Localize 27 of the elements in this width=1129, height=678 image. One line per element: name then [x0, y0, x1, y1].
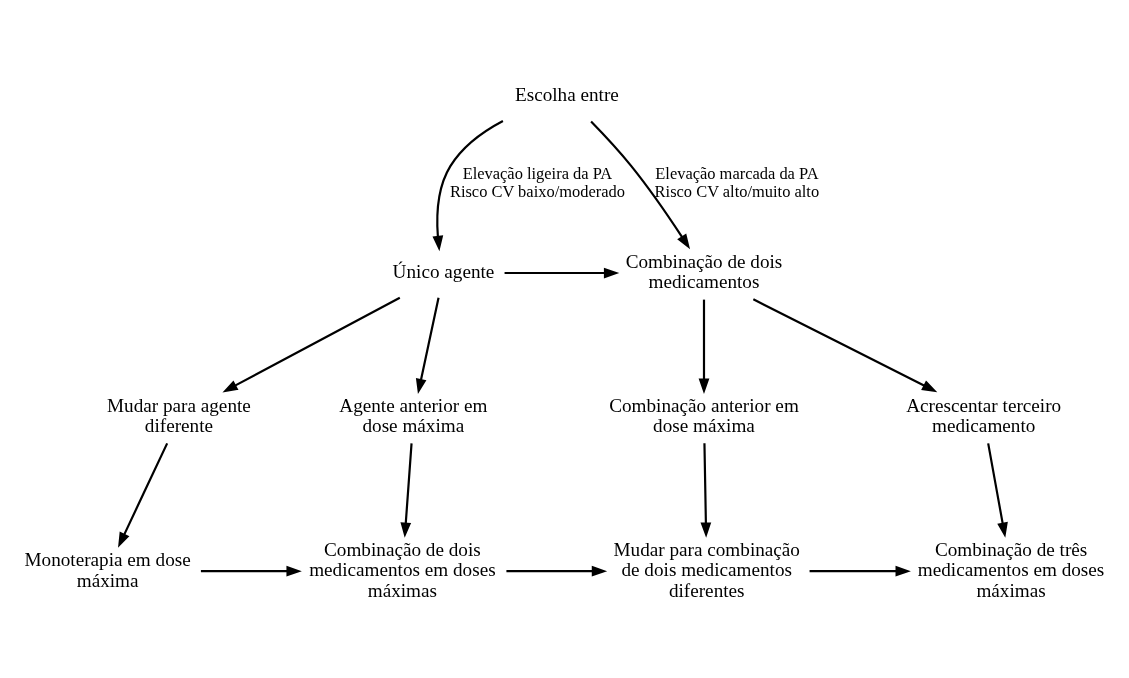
edge-label: Elevação ligeira da PA Risco CV baixo/moderado: [449, 163, 625, 201]
node-text: Mudar para agente diferente: [107, 394, 251, 436]
node-text: Combinação de três medicamentos em doses máximas: [917, 538, 1105, 601]
node-text: Combinação de dois medicamentos em doses máximas: [309, 538, 496, 601]
node-text: Monoterapia em dose máxima: [24, 548, 191, 591]
arrow: [752, 297, 938, 392]
node-text: Agente anterior em dose máxima: [339, 394, 488, 436]
arrow: [987, 442, 1008, 538]
arrow: [698, 299, 710, 394]
arrow: [118, 442, 169, 548]
arrow: [400, 442, 413, 538]
arrow: [700, 442, 712, 538]
arrow: [222, 296, 401, 392]
edge-label: Elevação marcada da PA Risco CV alto/muito alto: [654, 163, 820, 201]
arrow: [432, 119, 504, 251]
arrow: [809, 565, 911, 577]
arrow: [504, 267, 620, 278]
node-text: Acrescentar terceiro medicamento: [906, 394, 1062, 436]
node-text: Combinação anterior em dose máxima: [609, 394, 799, 436]
node-text: Combinação de dois medicamentos: [625, 250, 783, 292]
node-text: Único agente: [392, 260, 495, 282]
arrow: [200, 565, 302, 577]
arrow: [506, 565, 608, 577]
node-text: Mudar para combinação de dois medicamentos diferentes: [613, 538, 800, 601]
arrow: [415, 296, 440, 394]
arrow: [590, 120, 691, 249]
node-text: Escolha entre: [514, 83, 619, 105]
